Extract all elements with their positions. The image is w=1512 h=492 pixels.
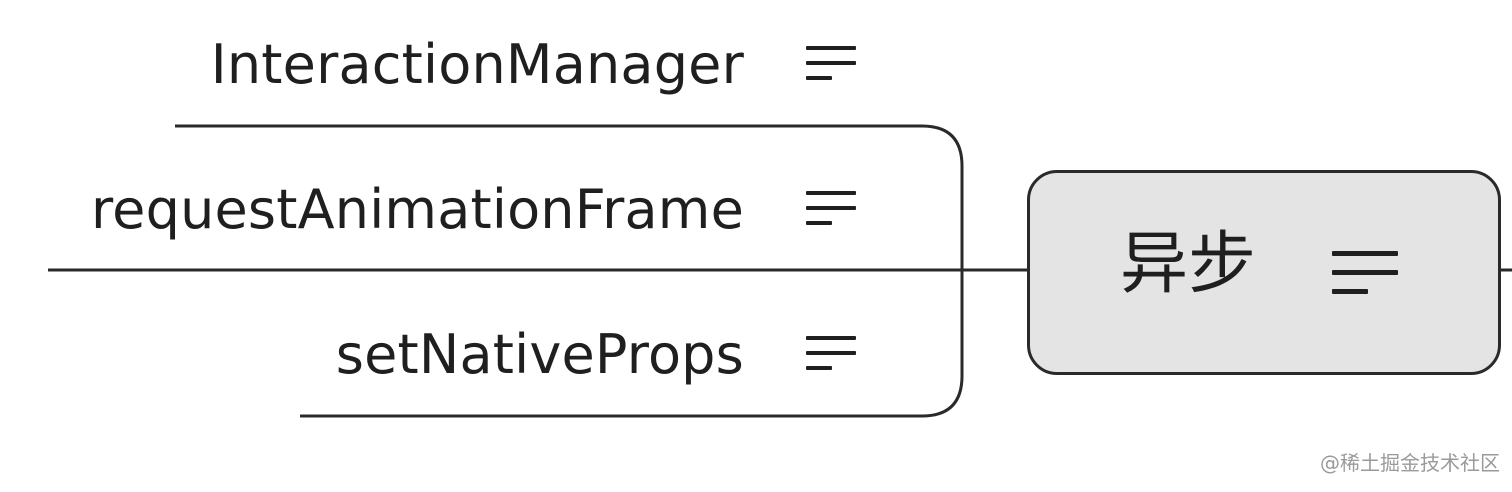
branch-label-set-native-props[interactable]: setNativeProps [335,323,744,386]
central-topic-node[interactable]: 异步 [1027,170,1501,375]
watermark: @稀土掘金技术社区 [1320,451,1500,475]
notes-icon[interactable] [806,334,862,374]
branch-label-request-animation-frame[interactable]: requestAnimationFrame [90,178,744,241]
branch-label-interaction-manager[interactable]: InteractionManager [210,33,744,96]
notes-icon[interactable] [806,189,862,229]
central-topic-label: 异步 [1120,225,1257,304]
notes-icon[interactable] [806,44,862,84]
branch-bracket [900,124,964,418]
notes-icon[interactable] [1332,249,1398,299]
